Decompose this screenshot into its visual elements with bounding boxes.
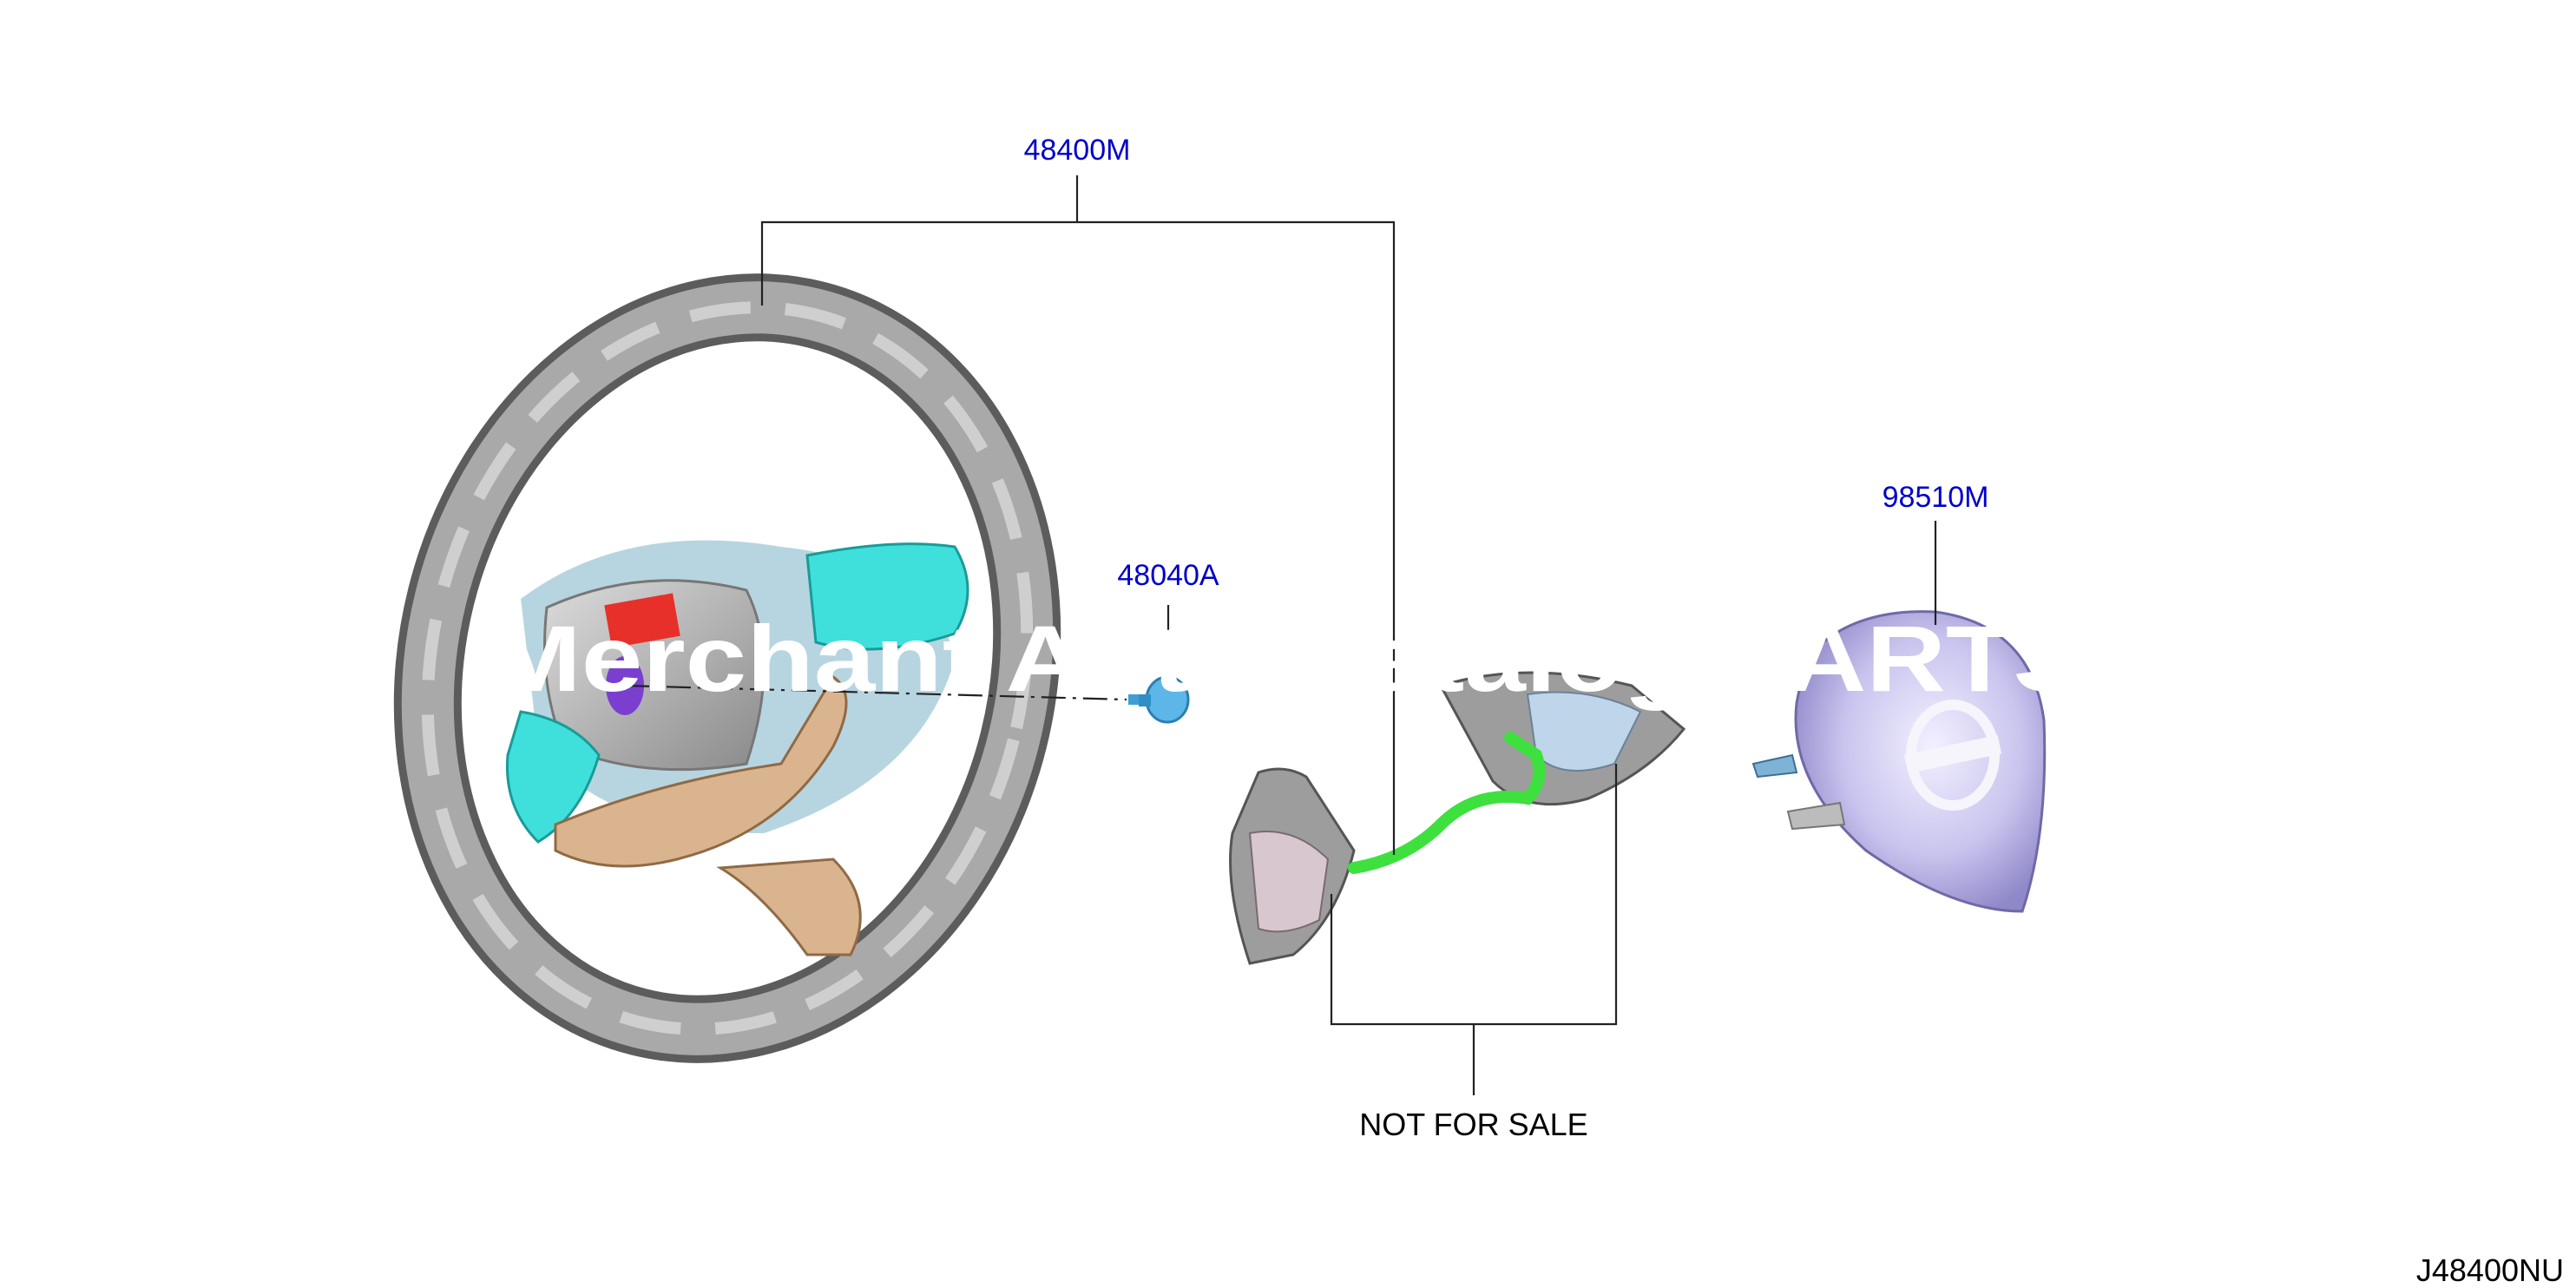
callout-48040A[interactable]: 48040A — [1117, 559, 1219, 592]
steering-wheel-illustration — [393, 273, 1061, 1063]
watermark-text: Merchant Auto Catalog PARTS — [490, 606, 2086, 711]
figure-code: J48400NU — [2416, 1252, 2564, 1288]
callout-48400M[interactable]: 48400M — [1024, 134, 1131, 167]
leader-lines — [624, 175, 1937, 1095]
not-for-sale-label: NOT FOR SALE — [1359, 1107, 1587, 1142]
bolt-illustration — [1128, 675, 1190, 724]
switch-assembly-illustration — [1229, 671, 1686, 965]
air-bag-module-illustration — [1751, 610, 2047, 913]
callout-98510M[interactable]: 98510M — [1883, 481, 1989, 514]
